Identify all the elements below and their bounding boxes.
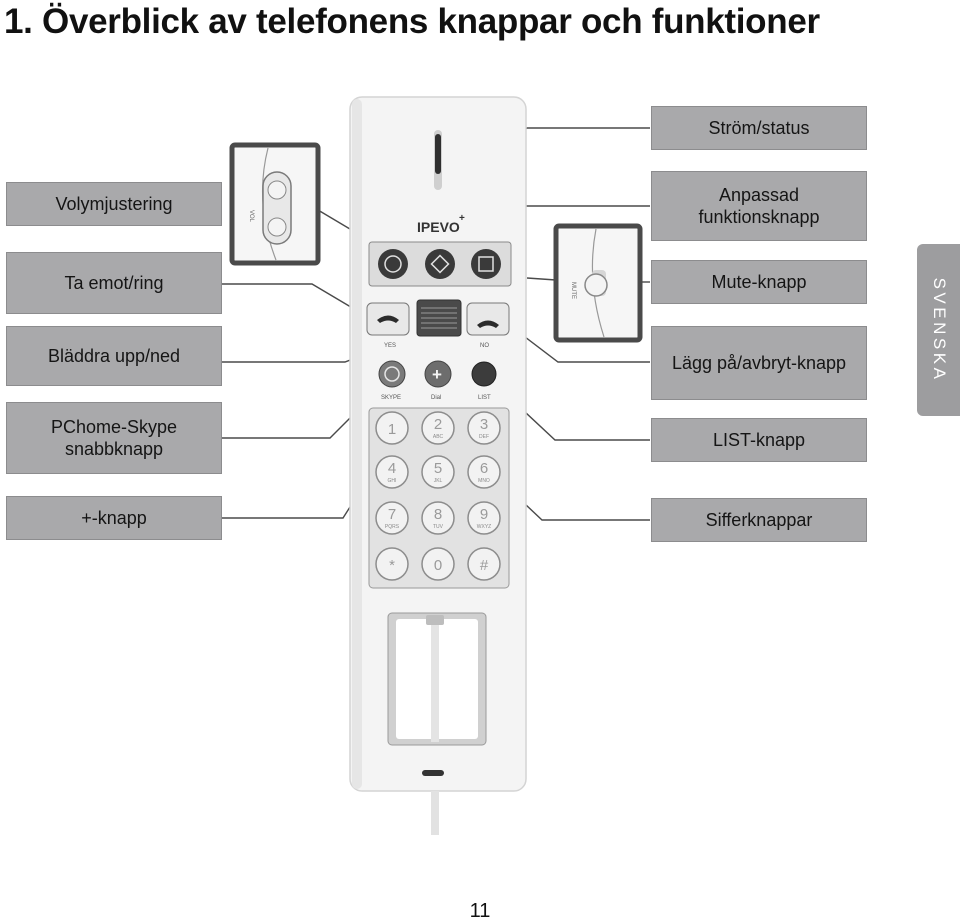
- mute-inset: MUTE: [553, 223, 643, 343]
- brand-logo: IPEVO: [417, 219, 460, 235]
- keypad-key-circle: [375, 411, 409, 445]
- keypad-key-circle: [467, 501, 501, 535]
- phone-body-shade: [352, 99, 362, 789]
- keypad-key-circle: [421, 455, 455, 489]
- keypad-key-circle: [467, 547, 501, 581]
- callout-list: LIST-knapp: [651, 418, 867, 462]
- keypad-digit: 0: [434, 557, 442, 574]
- keypad-digit: 8: [434, 506, 442, 523]
- list-button: [471, 361, 497, 387]
- keypad-digit: 6: [480, 460, 488, 477]
- skype-label: SKYPE: [381, 395, 401, 401]
- keypad-digit: #: [480, 557, 489, 574]
- usb-cable: [431, 791, 439, 835]
- callout-keypad: Sifferknappar: [651, 498, 867, 542]
- yes-label: YES: [384, 343, 396, 349]
- leader-mute-inset: [526, 277, 557, 281]
- keypad-key-circle: [421, 547, 455, 581]
- keypad-key-circle: [375, 501, 409, 535]
- callout-power: Ström/status: [651, 106, 867, 150]
- keypad-key-circle: [375, 455, 409, 489]
- keypad-letters: GHI: [388, 478, 397, 484]
- keypad-key-9: *: [375, 547, 409, 581]
- no-label: NO: [480, 343, 489, 349]
- plus-button: [424, 360, 452, 388]
- keypad-key-circle: [467, 411, 501, 445]
- keypad-letters: TUV: [433, 524, 444, 530]
- keypad-panel: [368, 407, 510, 589]
- keypad-letters: WXYZ: [477, 524, 491, 530]
- skype-button: [378, 360, 406, 388]
- keypad-digit: 7: [388, 506, 396, 523]
- keypad-digit: 1: [388, 421, 396, 438]
- callout-custom-function: Anpassad funktionsknapp: [651, 171, 867, 241]
- keypad-digit: 9: [480, 506, 488, 523]
- keypad-digit: 3: [480, 416, 488, 433]
- keypad-key-circle: [467, 455, 501, 489]
- page-number: 11: [469, 900, 491, 922]
- mute-switch: [584, 273, 608, 297]
- keypad-key-10: 0: [421, 547, 455, 581]
- mute-label: MUTE: [570, 282, 576, 299]
- page-title: 1. Överblick av telefonens knappar och f…: [4, 2, 820, 41]
- callout-scroll: Bläddra upp/ned: [6, 326, 222, 386]
- list-label: LIST: [478, 395, 491, 401]
- keypad-key-circle: [375, 547, 409, 581]
- keypad-digit: 5: [434, 460, 442, 477]
- custom-button-1: [378, 249, 408, 279]
- keypad-digit: 2: [434, 416, 442, 433]
- leader-volume: [317, 209, 356, 233]
- keypad-letters: DEF: [479, 434, 489, 440]
- keypad-digit: *: [389, 557, 395, 574]
- svg-text:+: +: [459, 213, 465, 224]
- keypad-key-0: 1: [375, 411, 409, 445]
- callout-skype: PChome-Skype snabbknapp: [6, 402, 222, 474]
- keypad-key-11: #: [467, 547, 501, 581]
- svg-text:+: +: [432, 365, 442, 384]
- leader-keypad: [507, 487, 650, 521]
- keypad-letters: ABC: [433, 434, 444, 440]
- keypad-digit: 4: [388, 460, 396, 477]
- hangup-button: [466, 302, 510, 336]
- keypad-key-circle: [421, 411, 455, 445]
- dial-label: Dial: [431, 395, 441, 401]
- keypad-letters: JKL: [434, 478, 443, 484]
- keypad-letters: PQRS: [385, 524, 400, 530]
- volume-inset: VOL: [229, 142, 321, 266]
- vol-label: VOL: [248, 210, 254, 223]
- callout-hangup: Lägg på/avbryt-knapp: [651, 326, 867, 400]
- custom-button-3: [471, 249, 501, 279]
- callout-volume: Volymjustering: [6, 182, 222, 226]
- language-tab: SVENSKA: [917, 244, 960, 416]
- custom-button-2: [425, 249, 455, 279]
- callout-plus: +-knapp: [6, 496, 222, 540]
- callout-mute: Mute-knapp: [651, 260, 867, 304]
- keypad-letters: MNO: [478, 478, 490, 484]
- speaker-slot: [422, 770, 444, 776]
- keypad-key-circle: [421, 501, 455, 535]
- callout-answer: Ta emot/ring: [6, 252, 222, 314]
- leader-answer: [222, 283, 367, 317]
